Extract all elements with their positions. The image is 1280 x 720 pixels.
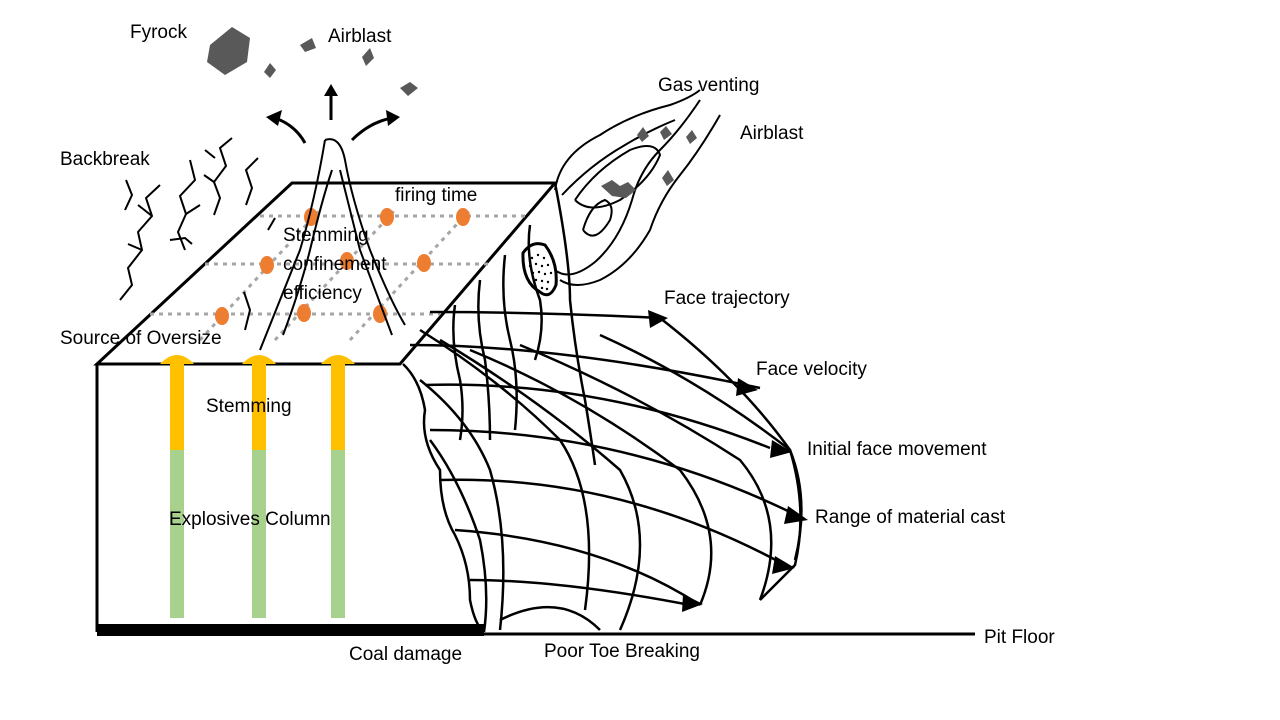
firing-point (260, 256, 274, 274)
label-airblast-top: Airblast (328, 26, 392, 47)
label-initial-face-movement: Initial face movement (807, 439, 987, 460)
explosive-column (331, 450, 345, 618)
toe-arrowhead (682, 594, 703, 612)
firing-point (297, 304, 311, 322)
label-fyrock: Fyrock (130, 22, 187, 43)
label-coal-damage: Coal damage (349, 644, 463, 665)
explosive-column (252, 450, 266, 618)
airblast-arrows (274, 92, 393, 144)
initial-face-movement-arrowhead (770, 440, 792, 458)
label-stemming-confinement-line1: Stemming (283, 225, 369, 246)
flyrock-small (300, 38, 316, 52)
label-face-trajectory: Face trajectory (664, 288, 790, 309)
label-stemming: Stemming (206, 396, 292, 417)
label-pit-floor: Pit Floor (984, 627, 1055, 648)
airblast-arrowheads (266, 84, 400, 126)
flyrock-small (400, 82, 418, 96)
range-material-cast-arrowhead (784, 506, 808, 524)
stemming-column (170, 364, 184, 450)
firing-point (340, 252, 354, 270)
stemming-column (331, 364, 345, 450)
gas-venting-particles (601, 126, 697, 198)
stemming-ejection-arrow (160, 355, 194, 364)
bench-block (93, 181, 559, 632)
label-backbreak: Backbreak (60, 149, 150, 170)
lower-cast-arrowhead (772, 556, 795, 574)
movement-arrowheads (648, 310, 808, 612)
face-breakage (402, 182, 597, 633)
firing-points (215, 208, 470, 325)
gas-venting-plume (554, 89, 721, 286)
label-airblast-right: Airblast (740, 123, 804, 144)
label-explosives-column: Explosives Column (169, 509, 331, 530)
flyrock-small (362, 48, 374, 66)
face-velocity-arrowhead (736, 378, 758, 396)
firing-point (373, 305, 387, 323)
muck-pile-mesh (409, 310, 803, 633)
label-firing-time: firing time (395, 185, 478, 206)
label-stemming-confinement-line2: confinement (283, 254, 387, 275)
firing-point (417, 254, 431, 272)
face-trajectory-arrowhead (648, 310, 668, 328)
backbreak-cracks (119, 137, 259, 301)
explosive-column (170, 450, 184, 618)
label-source-of-oversize: Source of Oversize (60, 328, 222, 349)
firing-point (456, 208, 470, 226)
flyrock-small (264, 63, 276, 78)
label-poor-toe-breaking: Poor Toe Breaking (544, 641, 700, 662)
label-stemming-confinement-line3: efficiency (283, 283, 362, 304)
stemming-crater-lines (243, 138, 406, 351)
stemming-ejection-arrow (321, 355, 355, 364)
face-profile (402, 363, 485, 633)
label-face-velocity: Face velocity (756, 359, 867, 380)
label-range-of-material-cast: Range of material cast (815, 507, 1006, 528)
stemming-column (252, 364, 266, 450)
coal-seam (97, 624, 484, 636)
stemming-ejection-arrow (242, 355, 276, 364)
firing-point (380, 208, 394, 226)
flyrock-particles (207, 27, 418, 96)
label-gas-venting: Gas venting (658, 75, 760, 96)
blast-holes (160, 355, 355, 618)
flyrock-large (207, 27, 250, 75)
firing-point (215, 307, 229, 325)
